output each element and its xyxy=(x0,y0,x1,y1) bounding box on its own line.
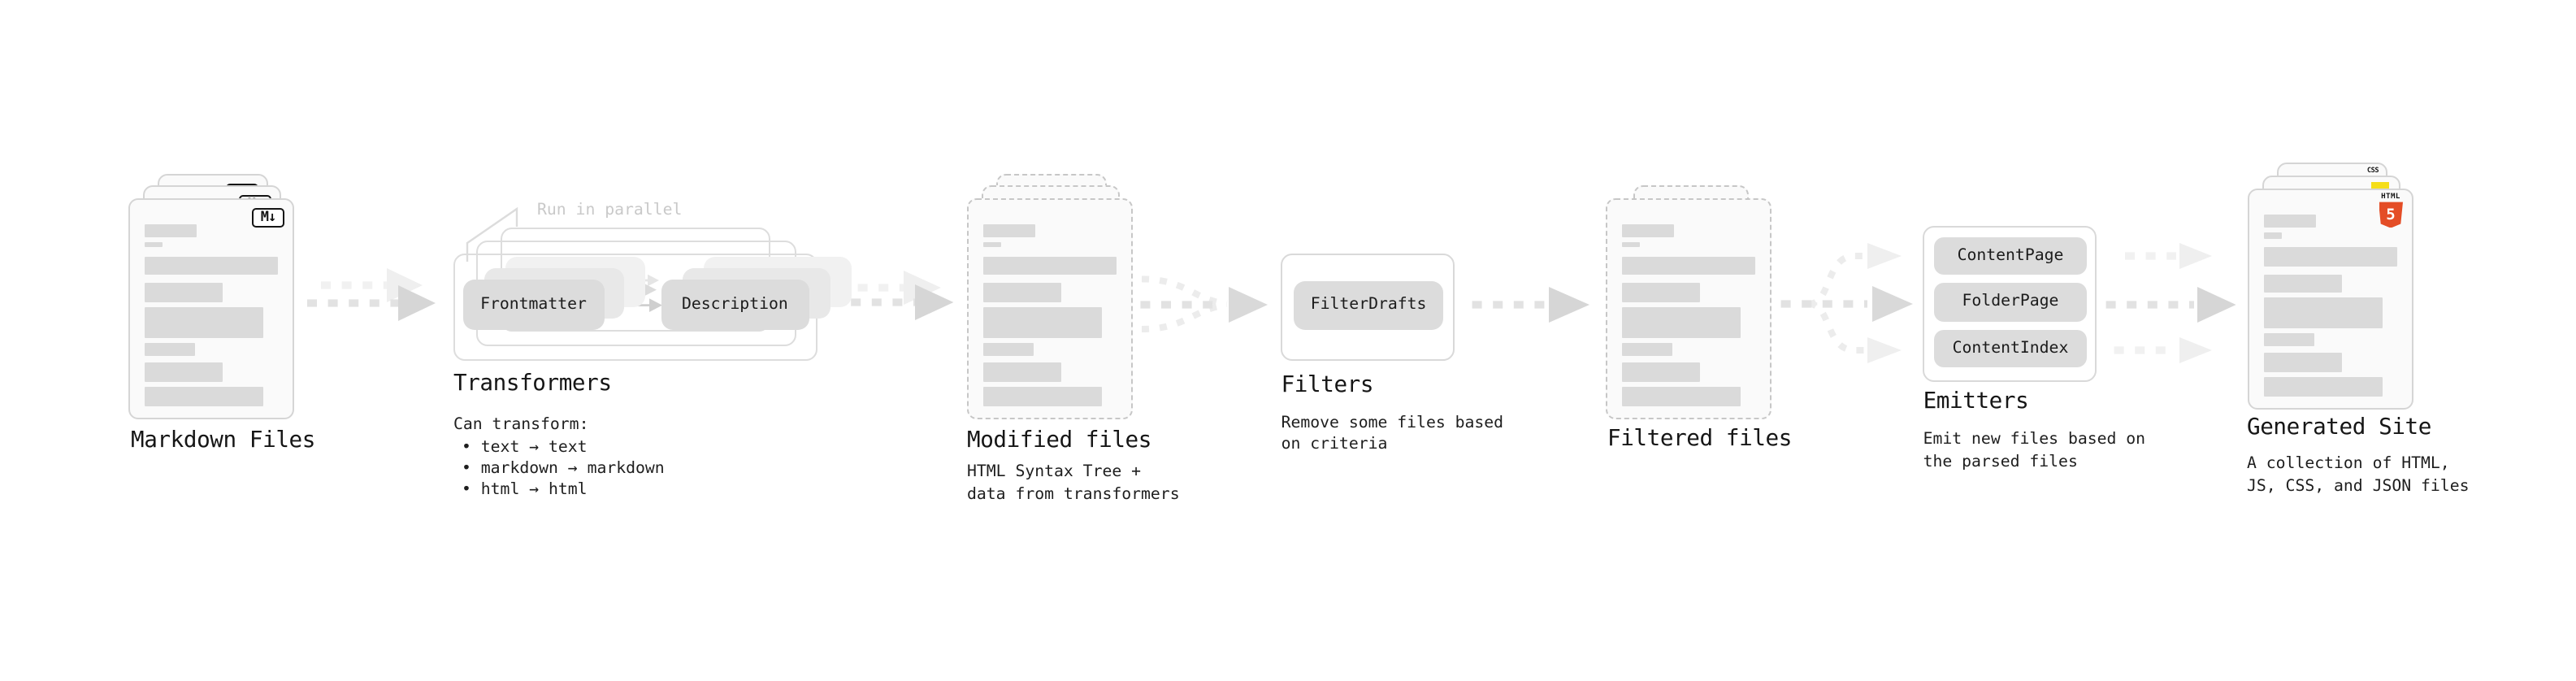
filterdrafts-node: FilterDrafts xyxy=(1293,280,1444,329)
html5-wordmark: HTML xyxy=(2381,193,2400,202)
doc-text-line xyxy=(982,241,1002,248)
doc-text-line xyxy=(144,223,197,237)
bullet-item: • markdown → markdown xyxy=(462,459,665,478)
bullet-item: • html → html xyxy=(462,481,588,500)
markdown-file-card-front: M↓ xyxy=(128,197,294,419)
stage-label-filters: Filters xyxy=(1281,371,1374,397)
filters-description: Remove some files based on criteria xyxy=(1281,412,1504,455)
doc-text-line xyxy=(1621,223,1674,237)
doc-text-line xyxy=(144,362,223,382)
stage-label-filtered-files: Filtered files xyxy=(1607,425,1792,452)
description-line: the parsed files xyxy=(1923,453,2078,471)
filtered-file-card-front xyxy=(1605,197,1771,419)
doc-text-line xyxy=(144,343,196,355)
frontmatter-node: Frontmatter xyxy=(463,279,604,329)
arrow-modified-to-filters-merge xyxy=(1140,275,1268,332)
description-line: Emit new files based on xyxy=(1923,431,2146,449)
site-file-card-html: HTML 5 xyxy=(2247,188,2413,410)
doc-text-line xyxy=(1621,343,1673,355)
doc-text-line xyxy=(982,343,1034,355)
doc-text-line xyxy=(982,306,1102,338)
description-line: HTML Syntax Tree + xyxy=(967,463,1142,482)
description-title: Can transform: xyxy=(453,416,589,435)
doc-text-line xyxy=(1621,241,1641,248)
emitters-description: Emit new files based on the parsed files xyxy=(1923,430,2146,473)
doc-text-line xyxy=(1621,256,1754,275)
doc-text-line xyxy=(982,362,1061,382)
description-line: Remove some files based xyxy=(1281,414,1504,432)
description-node: Description xyxy=(661,279,809,329)
contentpage-node: ContentPage xyxy=(1934,236,2087,275)
doc-text-line xyxy=(2263,297,2383,328)
run-in-parallel-callout-line xyxy=(466,206,518,262)
html5-numeral: 5 xyxy=(2386,206,2396,224)
stage-label-transformers: Transformers xyxy=(453,370,612,396)
html5-file-icon: HTML 5 xyxy=(2378,193,2404,228)
generated-site-description: A collection of HTML, JS, CSS, and JSON … xyxy=(2247,454,2470,497)
doc-text-line xyxy=(982,223,1035,237)
doc-text-line xyxy=(144,283,223,302)
doc-text-line xyxy=(2263,333,2315,346)
html5-shield-icon: 5 xyxy=(2379,202,2403,228)
description-line: JS, CSS, and JSON files xyxy=(2247,477,2470,496)
arrow-transformers-to-modified xyxy=(830,271,954,320)
contentindex-node: ContentIndex xyxy=(1934,329,2087,367)
doc-text-line xyxy=(144,387,263,406)
doc-text-line xyxy=(982,283,1061,302)
doc-text-line xyxy=(2263,274,2342,293)
transformers-description: Can transform: • text → text • markdown … xyxy=(453,415,665,501)
folderpage-node: FolderPage xyxy=(1934,283,2087,322)
arrow-filtered-to-emitters-fanout xyxy=(1780,243,1913,363)
doc-text-line xyxy=(982,256,1117,275)
arrow-emitters-to-site xyxy=(2105,243,2236,363)
css-wordmark: CSS xyxy=(2366,167,2379,175)
doc-text-line xyxy=(2263,232,2283,239)
description-line: data from transformers xyxy=(967,485,1180,504)
markdown-icon: M↓ xyxy=(252,207,284,228)
description-line: on criteria xyxy=(1281,435,1388,453)
doc-text-line xyxy=(1621,362,1700,382)
stage-label-generated-site: Generated Site xyxy=(2247,414,2431,440)
modified-files-description: HTML Syntax Tree + data from transformer… xyxy=(967,462,1180,505)
doc-text-line xyxy=(144,306,263,338)
arrow-filters-to-filtered xyxy=(1472,287,1589,323)
doc-text-line xyxy=(1621,283,1700,302)
doc-text-line xyxy=(144,241,163,248)
run-in-parallel-annotation: Run in parallel xyxy=(537,201,683,219)
bullet-item: • text → text xyxy=(462,438,588,457)
doc-text-line xyxy=(144,256,278,275)
doc-text-line xyxy=(2263,214,2316,228)
doc-text-line xyxy=(2263,353,2342,372)
doc-text-line xyxy=(1621,387,1741,406)
stage-label-markdown-files: Markdown Files xyxy=(131,427,315,453)
modified-file-card-front xyxy=(966,197,1133,419)
description-line: A collection of HTML, xyxy=(2247,455,2450,474)
arrow-markdown-to-transformers xyxy=(307,268,436,321)
doc-text-line xyxy=(982,387,1102,406)
doc-text-line xyxy=(1621,306,1741,338)
stage-label-emitters: Emitters xyxy=(1923,388,2029,414)
doc-text-line xyxy=(2263,246,2397,267)
stage-label-modified-files: Modified files xyxy=(967,427,1151,453)
doc-text-line xyxy=(2263,377,2383,397)
